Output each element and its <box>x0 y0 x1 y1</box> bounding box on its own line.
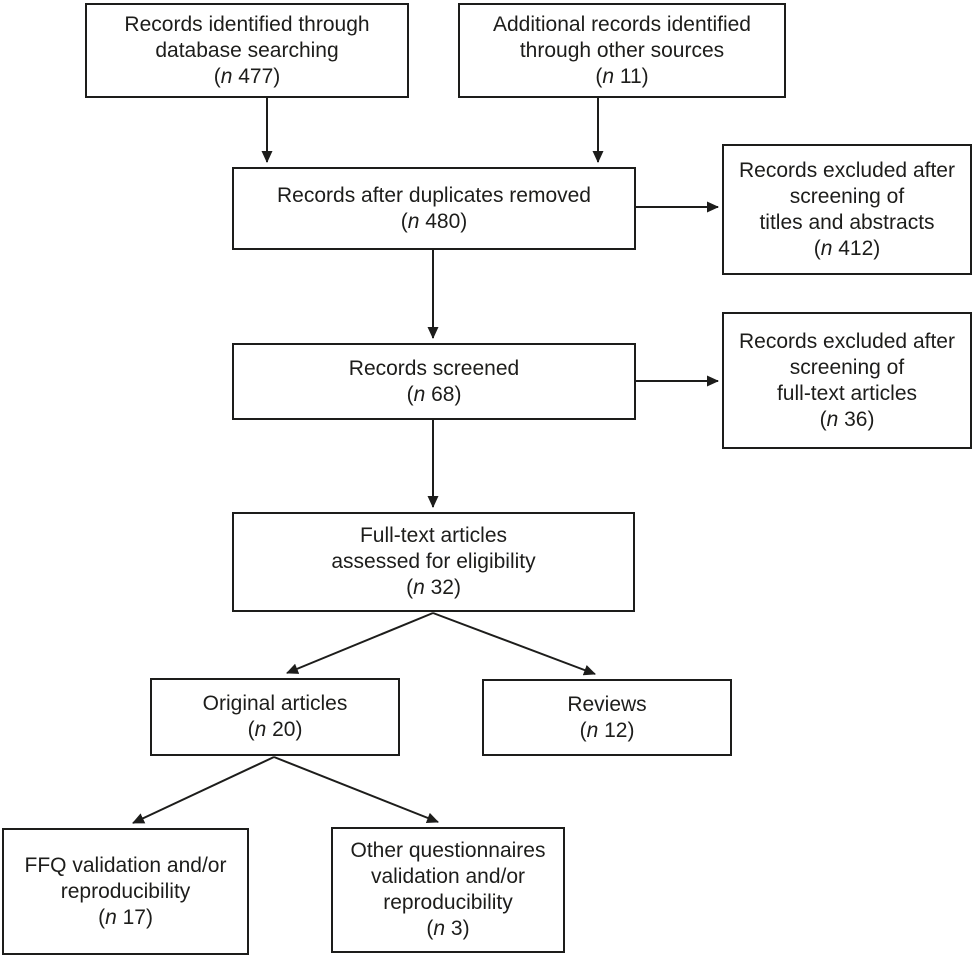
box-count: (n 32) <box>406 576 461 599</box>
arrow-assessed-to-reviews <box>432 612 596 676</box>
box-records-excluded-titles-abstracts: Records excluded after screening of titl… <box>722 144 972 275</box>
box-count: (n 36) <box>819 407 875 431</box>
box-count: (n 68) <box>406 382 462 406</box>
box-count: (n 477) <box>213 64 281 88</box>
box-text: Original articles <box>202 692 348 715</box>
box-count: (n 480) <box>400 209 468 233</box>
box-fulltext-articles-assessed: Full-text articles assessed for eligibil… <box>232 512 635 612</box>
box-count: (n 412) <box>813 236 881 260</box>
box-count: (n 3) <box>426 917 470 940</box>
box-text: Other questionnaires validation and/or r… <box>350 839 546 914</box>
box-text: Records identified through database sear… <box>124 12 370 62</box>
box-records-identified-database: Records identified through database sear… <box>85 3 409 98</box>
box-count: (n 17) <box>98 905 153 929</box>
box-text: Records excluded after screening of full… <box>739 329 955 405</box>
box-records-screened: Records screened (n 68) <box>232 343 636 420</box>
box-text: Full-text articles assessed for eligibil… <box>331 524 536 573</box>
arrow-original-to-ffq <box>132 756 275 824</box>
box-text: Records screened <box>348 356 520 380</box>
box-text: Additional records identified through ot… <box>493 12 751 62</box>
box-additional-records-other-sources: Additional records identified through ot… <box>458 3 786 98</box>
box-ffq-validation-reproducibility: FFQ validation and/or reproducibility (n… <box>2 828 249 955</box>
box-records-after-duplicates-removed: Records after duplicates removed (n 480) <box>232 167 636 250</box>
arrow-original-to-other-questionnaires <box>273 756 439 824</box>
box-text: Reviews <box>567 692 647 716</box>
box-reviews: Reviews (n 12) <box>482 679 732 756</box>
box-other-questionnaires-validation-reproducibility: Other questionnaires validation and/or r… <box>331 827 565 953</box>
box-count: (n 20) <box>247 718 303 741</box>
box-count: (n 12) <box>579 718 635 742</box>
box-original-articles: Original articles (n 20) <box>150 678 400 756</box>
box-text: FFQ validation and/or reproducibility <box>24 853 227 903</box>
box-count: (n 11) <box>595 64 649 88</box>
box-text: Records excluded after screening of titl… <box>739 158 955 234</box>
arrow-assessed-to-original-articles <box>286 612 434 674</box>
box-text: Records after duplicates removed <box>277 183 591 207</box>
box-records-excluded-fulltext: Records excluded after screening of full… <box>722 312 972 449</box>
